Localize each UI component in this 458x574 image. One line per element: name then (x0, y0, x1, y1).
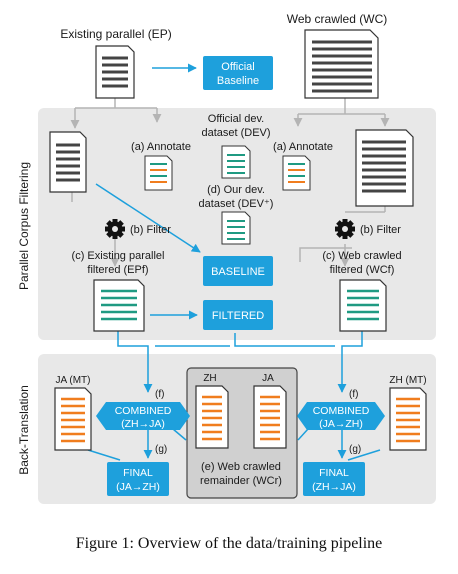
label-epf-1: (c) Existing parallel (72, 250, 165, 262)
label-annotate-right: (a) Annotate (273, 141, 333, 153)
label-zh-mt: ZH (MT) (389, 375, 426, 386)
section-label-filtering: Parallel Corpus Filtering (17, 162, 31, 290)
doc-ep-copy (49, 131, 87, 193)
figure-caption: Figure 1: Overview of the data/training … (76, 535, 383, 552)
official-baseline-line1: Official (221, 61, 254, 73)
official-baseline-line2: Baseline (217, 75, 259, 87)
label-final-left-2: (JA→ZH) (116, 481, 160, 493)
doc-our-dev (221, 211, 251, 245)
label-filter-left: (b) Filter (130, 224, 171, 236)
label-combined-left-1: COMBINED (115, 405, 172, 417)
combined-left-box (96, 402, 190, 430)
gray-connectors (70, 98, 390, 267)
label-final-right-1: FINAL (319, 467, 349, 479)
label-filtered: FILTERED (212, 310, 264, 322)
label-f-left: (f) (155, 389, 164, 400)
label-wcr-2: remainder (WCr) (200, 475, 282, 487)
label-annotate-left: (a) Annotate (131, 141, 191, 153)
doc-official-dev (221, 145, 251, 179)
doc-web-crawled (304, 29, 379, 99)
label-ep: Existing parallel (EP) (60, 27, 171, 41)
doc-ja (253, 385, 287, 449)
final-left-box (107, 462, 169, 496)
section-label-backtranslation: Back-Translation (17, 385, 31, 475)
combined-right-box (297, 402, 385, 430)
label-combined-right-2: (JA→ZH) (319, 418, 363, 430)
gear-icon (335, 219, 355, 239)
label-f-right: (f) (349, 389, 358, 400)
doc-epf (93, 279, 145, 332)
doc-wc-copy (355, 129, 414, 207)
label-zh: ZH (203, 373, 216, 384)
label-our-dev-2: dataset (DEV⁺) (199, 198, 274, 210)
label-official-dev-2: dataset (DEV) (201, 127, 270, 139)
label-g-left: (g) (155, 444, 167, 455)
doc-annotated-right (282, 155, 311, 191)
label-baseline: BASELINE (211, 266, 265, 278)
final-right-box (303, 462, 365, 496)
label-wcf-1: (c) Web crawled (322, 250, 401, 262)
label-official-dev-1: Official dev. (208, 113, 264, 125)
label-final-right-2: (ZH→JA) (312, 481, 356, 493)
doc-zh-mt (389, 387, 427, 451)
label-final-left-1: FINAL (123, 467, 153, 479)
doc-existing-parallel (95, 45, 135, 99)
label-ja: JA (262, 373, 274, 384)
label-filter-right: (b) Filter (360, 224, 401, 236)
baseline-box (203, 256, 273, 286)
label-epf-2: filtered (EPf) (87, 264, 148, 276)
blue-connectors (87, 63, 381, 461)
label-wcf-2: filtered (WCf) (330, 264, 395, 276)
doc-wcf (339, 279, 387, 332)
label-wcr-1: (e) Web crawled (201, 461, 281, 473)
label-combined-right-1: COMBINED (313, 405, 370, 417)
doc-zh (195, 385, 229, 449)
label-our-dev-1: (d) Our dev. (207, 184, 265, 196)
gear-icon (105, 219, 125, 239)
doc-ja-mt (54, 387, 92, 451)
filtered-box (203, 300, 273, 330)
label-ja-mt: JA (MT) (56, 375, 91, 386)
label-combined-left-2: (ZH→JA) (121, 418, 165, 430)
doc-annotated-left (144, 155, 173, 191)
official-baseline-box (203, 56, 273, 90)
label-g-right: (g) (349, 444, 361, 455)
label-wc: Web crawled (WC) (287, 12, 387, 26)
